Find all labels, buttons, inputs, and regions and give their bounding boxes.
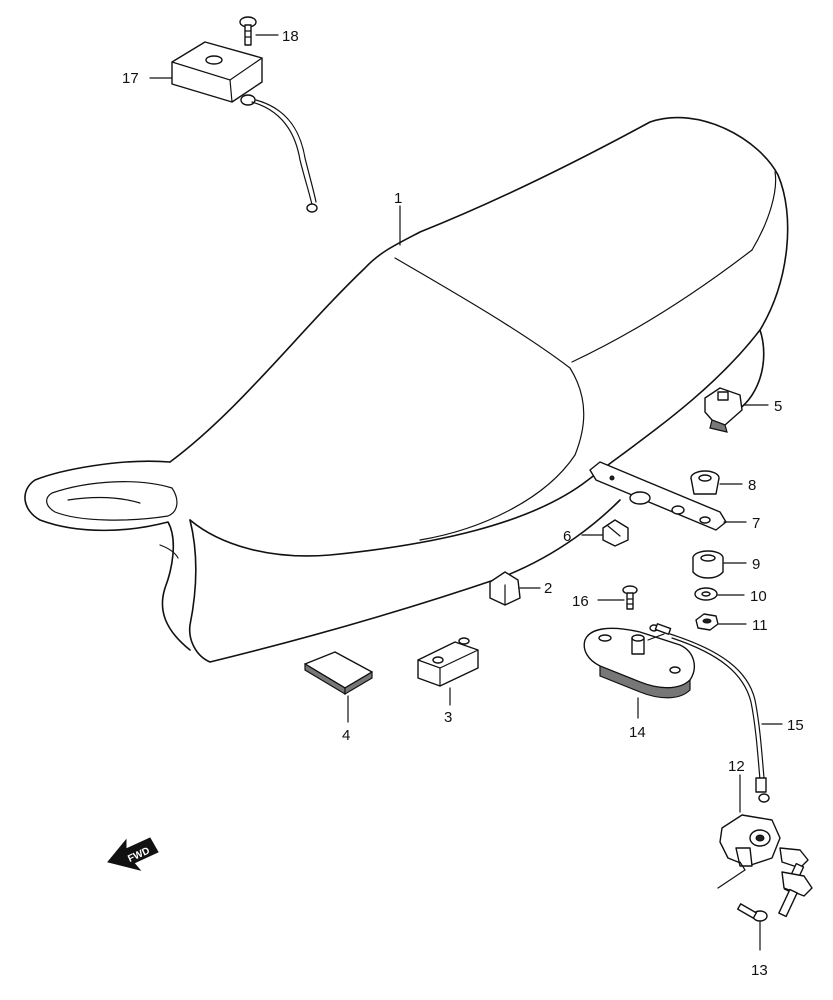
screw-13 (717, 861, 768, 922)
callout-2: 2 (519, 580, 552, 597)
callout-number: 5 (774, 398, 782, 415)
screw-18 (239, 16, 257, 46)
cushion-8 (690, 470, 720, 495)
cushion-2 (489, 571, 521, 606)
callout-number: 14 (629, 724, 646, 741)
cushion-6 (602, 519, 629, 547)
callout-1: 1 (394, 190, 402, 246)
callout-number: 8 (748, 477, 756, 494)
seat-holder-with-wire (171, 41, 318, 213)
bolt-16 (622, 585, 638, 610)
callout-9: 9 (723, 556, 760, 573)
clip-5 (704, 387, 743, 433)
callout-number: 3 (444, 709, 452, 726)
callout-number: 17 (122, 70, 139, 87)
seat-lock-cable-15 (649, 623, 770, 803)
seat (24, 116, 789, 663)
cushion-3 (417, 637, 479, 687)
callout-number: 10 (750, 588, 767, 605)
seat-lock-12 (719, 814, 813, 918)
seat-lock-plate-14 (583, 627, 696, 699)
callout-number: 6 (563, 528, 571, 545)
callout-number: 11 (752, 617, 768, 634)
callout-18: 18 (255, 28, 299, 45)
callout-7: 7 (723, 515, 760, 532)
callout-number: 4 (342, 727, 350, 744)
callout-14: 14 (629, 697, 646, 741)
callout-17: 17 (122, 70, 173, 87)
callout-number: 7 (752, 515, 760, 532)
bushing-9 (692, 550, 724, 579)
callout-number: 12 (728, 758, 745, 775)
callout-number: 9 (752, 556, 760, 573)
pad-4 (304, 651, 373, 696)
callout-6: 6 (563, 528, 603, 545)
callout-13: 13 (751, 921, 768, 979)
callout-4: 4 (342, 695, 350, 744)
callout-15: 15 (761, 717, 804, 734)
callout-number: 2 (544, 580, 552, 597)
callout-number: 16 (572, 593, 589, 610)
washer-10 (694, 587, 718, 601)
callout-11: 11 (718, 617, 768, 634)
callout-3: 3 (444, 687, 452, 726)
callout-16: 16 (572, 593, 625, 610)
nut-11 (695, 613, 719, 631)
forward-arrow-icon: FWD (107, 837, 159, 871)
callout-12: 12 (728, 758, 745, 813)
callout-10: 10 (717, 588, 767, 605)
callout-5: 5 (743, 398, 782, 415)
callout-number: 1 (394, 190, 402, 207)
callout-number: 18 (282, 28, 299, 45)
callout-8: 8 (719, 477, 756, 494)
callout-number: 15 (787, 717, 804, 734)
callout-number: 13 (751, 962, 768, 979)
